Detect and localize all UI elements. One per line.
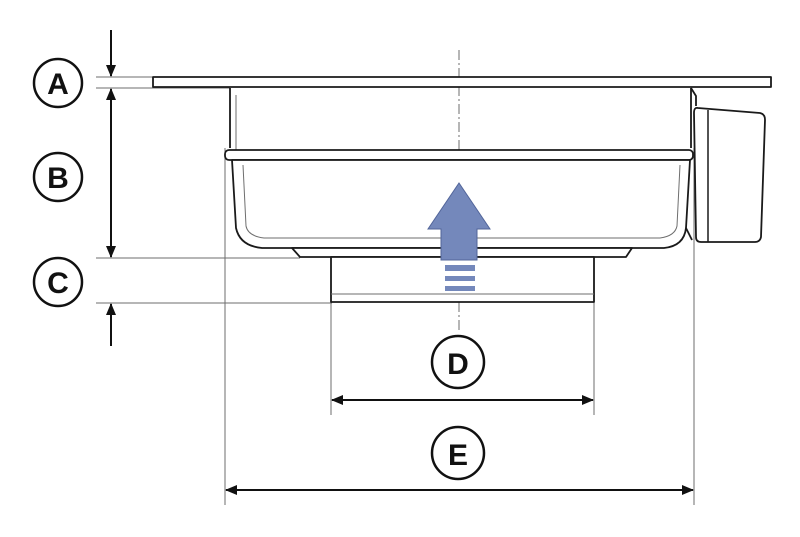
extension-lines xyxy=(96,76,695,505)
label-c-circle xyxy=(32,256,84,308)
label-d-text: D xyxy=(447,348,469,381)
up-arrow-icon xyxy=(427,182,491,291)
label-c-text: C xyxy=(47,267,69,300)
rim-band xyxy=(224,149,694,161)
label-c: C xyxy=(32,256,84,308)
label-b-circle xyxy=(32,151,84,203)
bowl-neck xyxy=(229,88,692,148)
label-a-circle xyxy=(32,57,84,109)
up-arrow-head xyxy=(427,182,491,261)
label-e-text: E xyxy=(448,439,468,472)
label-e: E xyxy=(430,425,486,481)
overflow-connector-neck xyxy=(685,87,697,241)
label-a-text: A xyxy=(47,68,69,101)
label-d-circle xyxy=(430,334,486,390)
dimension-arrows xyxy=(106,30,694,495)
label-b: B xyxy=(32,151,84,203)
drain-basket xyxy=(152,76,772,303)
label-d: D xyxy=(430,334,486,390)
overflow-box xyxy=(693,106,766,243)
label-e-circle xyxy=(430,425,486,481)
up-arrow-stripe-2 xyxy=(445,276,475,281)
label-b-text: B xyxy=(47,162,69,195)
up-arrow-stripe-3 xyxy=(445,286,475,291)
label-a: A xyxy=(32,57,84,109)
up-arrow-stripe-1 xyxy=(445,265,475,271)
top-flange xyxy=(152,76,772,88)
